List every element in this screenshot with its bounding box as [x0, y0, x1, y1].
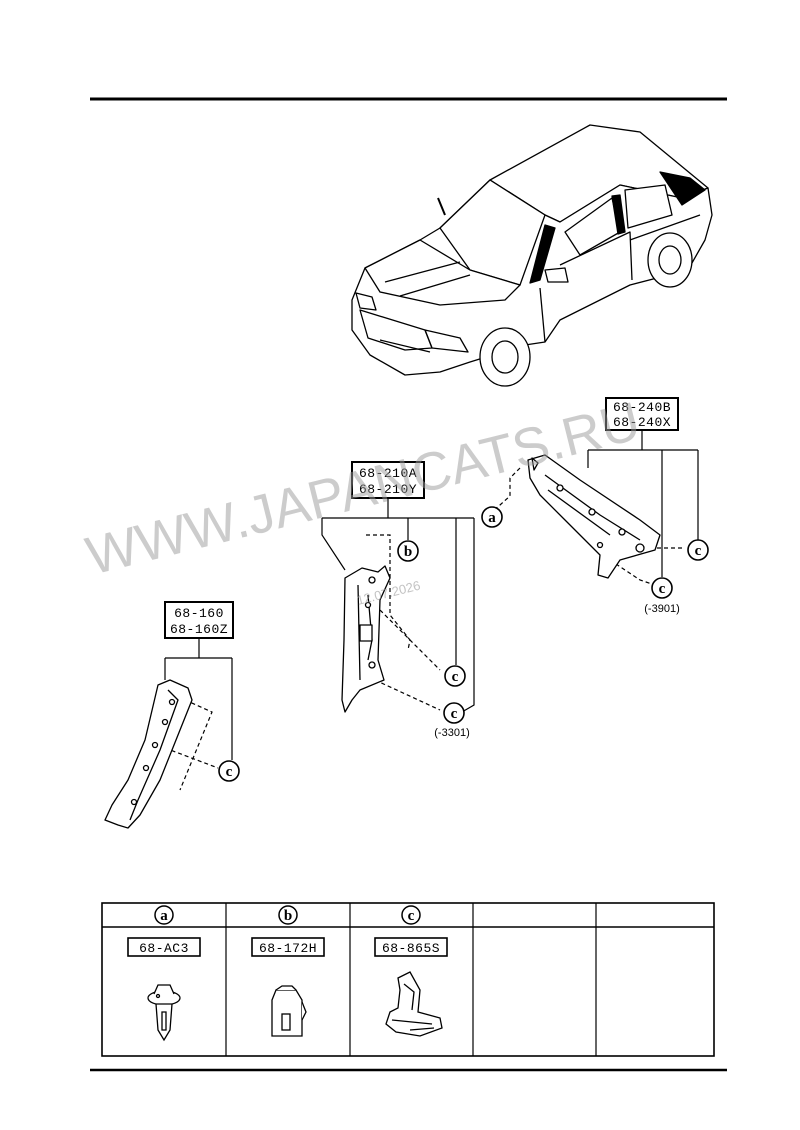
svg-text:b: b — [284, 908, 292, 924]
note-center: (-3301) — [434, 727, 469, 739]
clip-b-icon — [271, 985, 307, 1037]
svg-text:c: c — [695, 543, 702, 559]
leader-lines-front — [164, 638, 233, 791]
legend-table — [101, 902, 715, 1057]
svg-text:68-AC3: 68-AC3 — [139, 941, 189, 956]
front-pillar-trim — [104, 679, 193, 829]
marker-b-center: b — [397, 540, 419, 562]
callout-center-pillar: 68-210A 68-210Y — [351, 461, 425, 499]
leader-lines-rear — [493, 430, 699, 586]
center-pillar-trim — [341, 565, 391, 713]
callout-rear-pillar: 68-240B 68-240X — [605, 397, 679, 431]
marker-c-front: c — [218, 760, 240, 782]
clip-a-icon — [147, 984, 181, 1042]
part-number-68-210A: 68-210A — [359, 466, 417, 481]
svg-text:b: b — [404, 544, 412, 560]
part-number-68-160Z: 68-160Z — [170, 622, 228, 637]
marker-a-rear: a — [481, 506, 503, 528]
marker-c-center-2: c — [443, 702, 465, 724]
part-number-68-240B: 68-240B — [613, 400, 671, 415]
note-rear: (-3901) — [644, 603, 679, 615]
part-number-68-240X: 68-240X — [613, 415, 671, 430]
svg-text:68-172H: 68-172H — [259, 941, 317, 956]
leader-lines-center — [321, 498, 475, 713]
part-number-68-160: 68-160 — [174, 606, 224, 621]
marker-c-rear-2: c — [651, 577, 673, 599]
marker-c-rear-1: c — [687, 539, 709, 561]
marker-c-center-1: c — [444, 665, 466, 687]
svg-text:c: c — [408, 908, 415, 924]
svg-text:a: a — [488, 510, 496, 526]
legend-letter-a: a — [154, 905, 174, 925]
callout-front-pillar: 68-160 68-160Z — [164, 601, 234, 639]
part-number-68-210Y: 68-210Y — [359, 482, 417, 497]
clip-c-icon — [385, 971, 443, 1037]
svg-text:c: c — [226, 764, 233, 780]
legend-letter-b: b — [278, 905, 298, 925]
car-illustration — [351, 124, 713, 387]
legend-letter-c: c — [401, 905, 421, 925]
legend-part-a: 68-AC3 — [127, 937, 201, 957]
svg-text:c: c — [451, 706, 458, 722]
svg-text:c: c — [659, 581, 666, 597]
legend-part-b: 68-172H — [251, 937, 325, 957]
rear-pillar-trim — [527, 454, 661, 579]
svg-text:68-865S: 68-865S — [382, 941, 440, 956]
svg-text:c: c — [452, 669, 459, 685]
legend-part-c: 68-865S — [374, 937, 448, 957]
svg-text:a: a — [160, 908, 168, 924]
